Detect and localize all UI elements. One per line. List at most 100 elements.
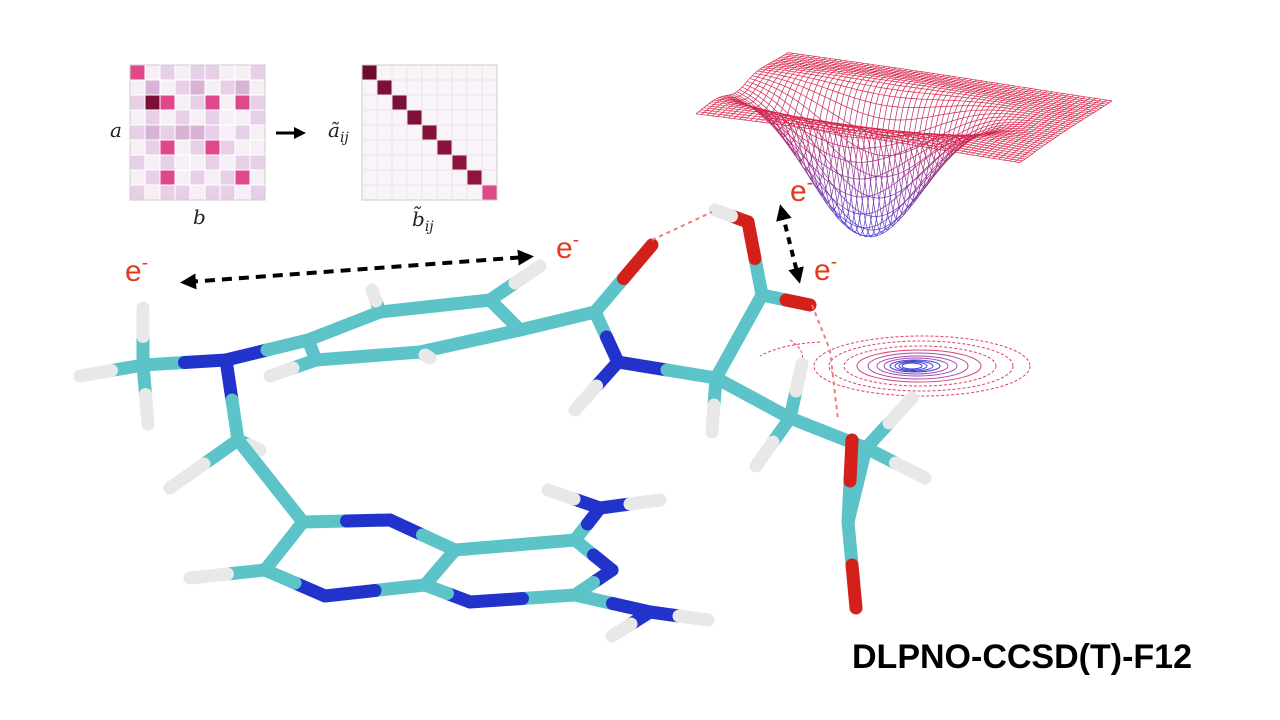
contour-ring <box>894 360 934 372</box>
method-label: DLPNO-CCSD(T)-F12 <box>852 638 1192 676</box>
bond-segment <box>611 355 674 377</box>
bond-segment <box>541 483 581 506</box>
left-matrix-row-label: a <box>110 118 122 142</box>
bond-segment <box>672 609 715 627</box>
matrix-cell <box>190 65 205 80</box>
molecule-bonds <box>73 203 932 643</box>
bond-segment <box>296 514 353 529</box>
bond-segment <box>368 578 432 597</box>
contour-ring <box>856 349 982 383</box>
matrix-cell <box>130 125 145 140</box>
bond-segment <box>617 238 659 285</box>
matrix-cell <box>205 110 220 125</box>
matrix-cell <box>422 125 437 140</box>
bond-segment <box>709 330 746 385</box>
surface-mesh-lower <box>761 101 972 238</box>
bond-segment <box>225 393 245 447</box>
matrix-cell <box>235 170 250 185</box>
matrix-cell <box>205 95 220 110</box>
matrix-cell <box>467 170 482 185</box>
matrix-cell <box>407 110 422 125</box>
matrix-cell <box>160 185 175 200</box>
bond-segment <box>231 433 277 488</box>
bond-segment <box>263 361 300 383</box>
matrix-cell <box>377 80 392 95</box>
matrix-cell <box>220 80 235 95</box>
matrix-cell <box>160 170 175 185</box>
matrix-cell <box>190 140 205 155</box>
matrix-cell <box>437 140 452 155</box>
matrix-cell <box>145 170 160 185</box>
contour-arc <box>759 341 821 357</box>
matrix-cell <box>235 125 250 140</box>
electron-correlation-arrow <box>776 204 804 284</box>
matrix-cell <box>130 65 145 80</box>
bond-segment <box>463 592 529 609</box>
molecule-model <box>73 203 932 643</box>
matrix-cell <box>235 95 250 110</box>
matrix-transform-panel: a b ãij b̃ij <box>110 64 498 235</box>
matrix-cell <box>205 125 220 140</box>
matrix-cell <box>205 185 220 200</box>
bond-segment <box>197 433 245 471</box>
matrix-cell <box>250 65 265 80</box>
matrix-cell <box>220 170 235 185</box>
bond-segment <box>705 398 721 439</box>
bond-segment <box>448 538 522 557</box>
bond-segment <box>508 259 547 290</box>
bond-segment <box>361 345 427 363</box>
bond-segment <box>660 363 723 385</box>
bond-segment <box>882 391 919 430</box>
contour-ring <box>867 352 969 380</box>
bond-segment <box>163 457 211 495</box>
hydrogen-bond-line <box>651 211 713 241</box>
bond-segment <box>219 343 274 367</box>
bond-segment <box>783 411 835 440</box>
hydrogen-bond-line <box>811 304 839 421</box>
bond-segment <box>508 533 582 552</box>
matrix-cell <box>205 65 220 80</box>
bond-segment <box>841 515 859 572</box>
bond-segment <box>277 515 310 553</box>
electron-label: e- <box>790 173 813 208</box>
matrix-cell <box>362 65 377 80</box>
matrix-cell <box>160 125 175 140</box>
contour-ring <box>883 357 949 375</box>
electron-label: e- <box>814 252 837 287</box>
right-matrix-col-label: b̃ij <box>412 205 434 235</box>
matrix-cell <box>392 95 407 110</box>
matrix-cell <box>130 95 145 110</box>
matrix-cell <box>145 80 160 95</box>
matrix-cell <box>145 95 160 110</box>
bond-segment <box>264 474 310 529</box>
bond-segment <box>708 203 738 223</box>
matrix-cell <box>175 110 190 125</box>
bond-segment <box>623 493 667 511</box>
matrix-cell <box>160 65 175 80</box>
matrix-cell <box>250 155 265 170</box>
bond-segment <box>340 513 397 528</box>
bond-segment <box>588 272 630 319</box>
left-matrix-col-label: b <box>193 205 206 229</box>
bond-segment <box>568 379 603 417</box>
contour-ring <box>828 340 1014 392</box>
bond-segment <box>260 333 315 357</box>
matrix-cell <box>160 95 175 110</box>
bond-segment <box>318 584 382 603</box>
bond-segment <box>463 323 527 348</box>
electron-label: e- <box>125 253 148 288</box>
bond-segment <box>709 371 760 405</box>
right-matrix-row-label: ãij <box>328 118 349 146</box>
matrix-cell <box>220 140 235 155</box>
matrix-cell <box>205 140 220 155</box>
bond-segment <box>732 288 769 343</box>
matrix-cell <box>190 125 205 140</box>
bond-segment <box>779 293 817 312</box>
bond-segment <box>845 558 863 615</box>
matrix-cell <box>130 185 145 200</box>
bond-segment <box>516 588 582 605</box>
bond-segment <box>428 293 497 313</box>
contour-ring <box>898 361 928 371</box>
bond-segment <box>309 349 375 367</box>
